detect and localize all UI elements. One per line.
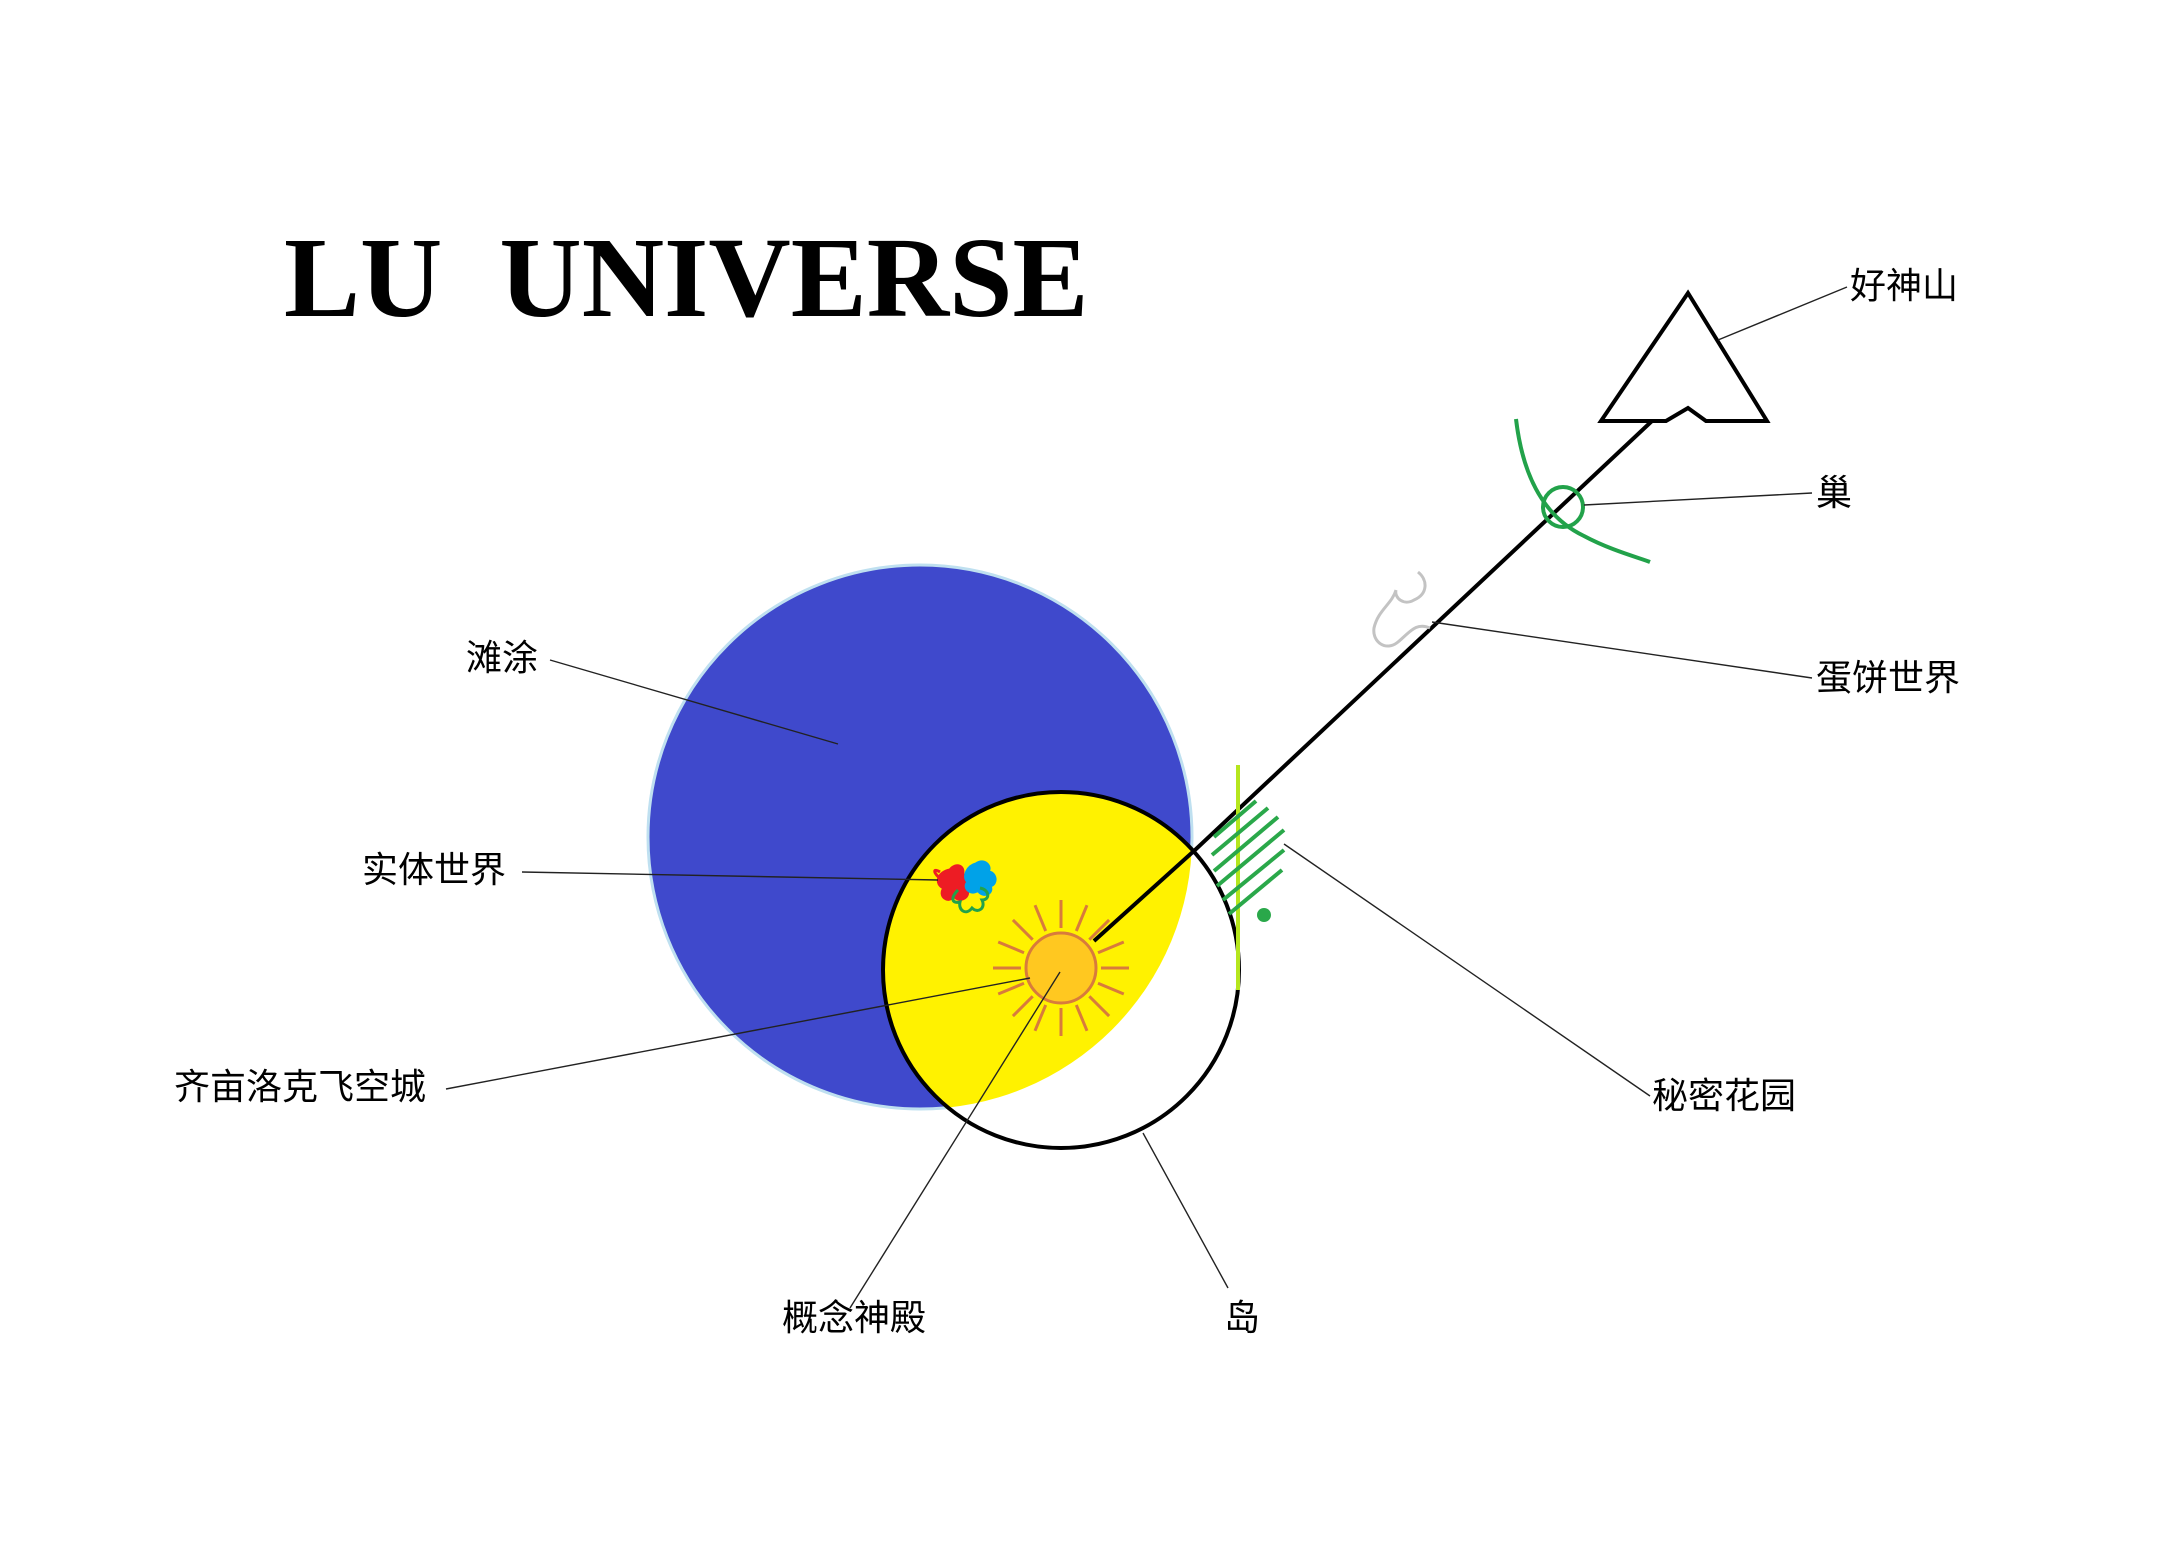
label-shiti-world: 实体世界 <box>362 850 506 891</box>
leader-lines <box>445 286 1848 1309</box>
sun-ray <box>1097 940 1125 955</box>
label-island: 岛 <box>1224 1298 1260 1339</box>
secret-garden <box>1210 765 1286 990</box>
label-tantu: 滩涂 <box>466 638 538 679</box>
sun-ray <box>1033 904 1048 932</box>
flower-icon <box>933 860 997 914</box>
label-qimu-sky-city: 齐亩洛克飞空城 <box>174 1067 426 1108</box>
page-title: LU UNIVERSE <box>284 214 1089 341</box>
mountain-triangle-icon <box>1597 289 1771 423</box>
sun-ray <box>997 940 1025 955</box>
sun-ray <box>1088 995 1111 1018</box>
sun-ray <box>1033 1004 1048 1032</box>
sun-ray <box>1011 918 1034 941</box>
label-secret-garden: 秘密花园 <box>1652 1076 1796 1117</box>
sun-ray <box>1097 981 1125 996</box>
label-haoshen-mountain: 好神山 <box>1850 266 1958 307</box>
sun-ray <box>1011 995 1034 1018</box>
scribble-mark <box>1372 570 1431 648</box>
sun-ray <box>1088 918 1111 941</box>
label-egg-pancake-world: 蛋饼世界 <box>1816 658 1960 699</box>
sun-ray <box>1074 1004 1089 1032</box>
sun-icon <box>993 900 1129 1036</box>
nest-icon <box>1514 418 1651 564</box>
egg-pancake-path <box>1092 419 1654 943</box>
sun-ray <box>1074 904 1089 932</box>
sun-ray <box>997 981 1025 996</box>
label-nest: 巢 <box>1816 473 1852 514</box>
label-concept-temple: 概念神殿 <box>782 1298 926 1339</box>
